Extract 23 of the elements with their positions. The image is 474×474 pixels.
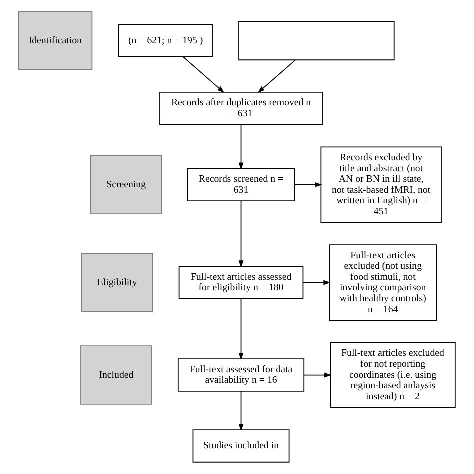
node-box: Eligibility xyxy=(81,253,154,312)
arrow xyxy=(238,391,244,432)
node-box: Full-text assessed for data availability n = 16 xyxy=(178,358,305,392)
arrow xyxy=(182,56,225,94)
node-box: Full-text articles assessed for eligibility n = 180 xyxy=(178,266,304,300)
node-box xyxy=(238,21,395,61)
node-box: Studies included in xyxy=(192,430,290,463)
node-box: (n = 621; n = 195 ) xyxy=(118,24,214,58)
node-box: Identification xyxy=(18,11,93,70)
node-box: Included xyxy=(80,346,152,405)
arrow xyxy=(302,280,331,286)
node-box: Full-text articles excluded for not reporting coordinates (i.e. using region-based anlaysis instead) n = 2 xyxy=(330,342,456,408)
arrow xyxy=(304,372,332,378)
arrow xyxy=(294,182,322,188)
arrow xyxy=(238,124,244,170)
node-box: Full-text articles excluded (not using food stimuli, not involving comparison with healthy controls) n = 164 xyxy=(329,244,437,321)
node-box: Records screened n = 631 xyxy=(187,168,296,202)
arrow xyxy=(238,200,244,268)
node-box: Screening xyxy=(90,155,162,215)
arrow xyxy=(238,298,244,360)
node-box: Records after duplicates removed n = 631 xyxy=(160,92,323,126)
node-box: Records excluded by title and abstract (not AN or BN in ill state, not task-based fMRI, not written in English) n = 451 xyxy=(320,146,442,224)
arrow xyxy=(258,60,296,94)
